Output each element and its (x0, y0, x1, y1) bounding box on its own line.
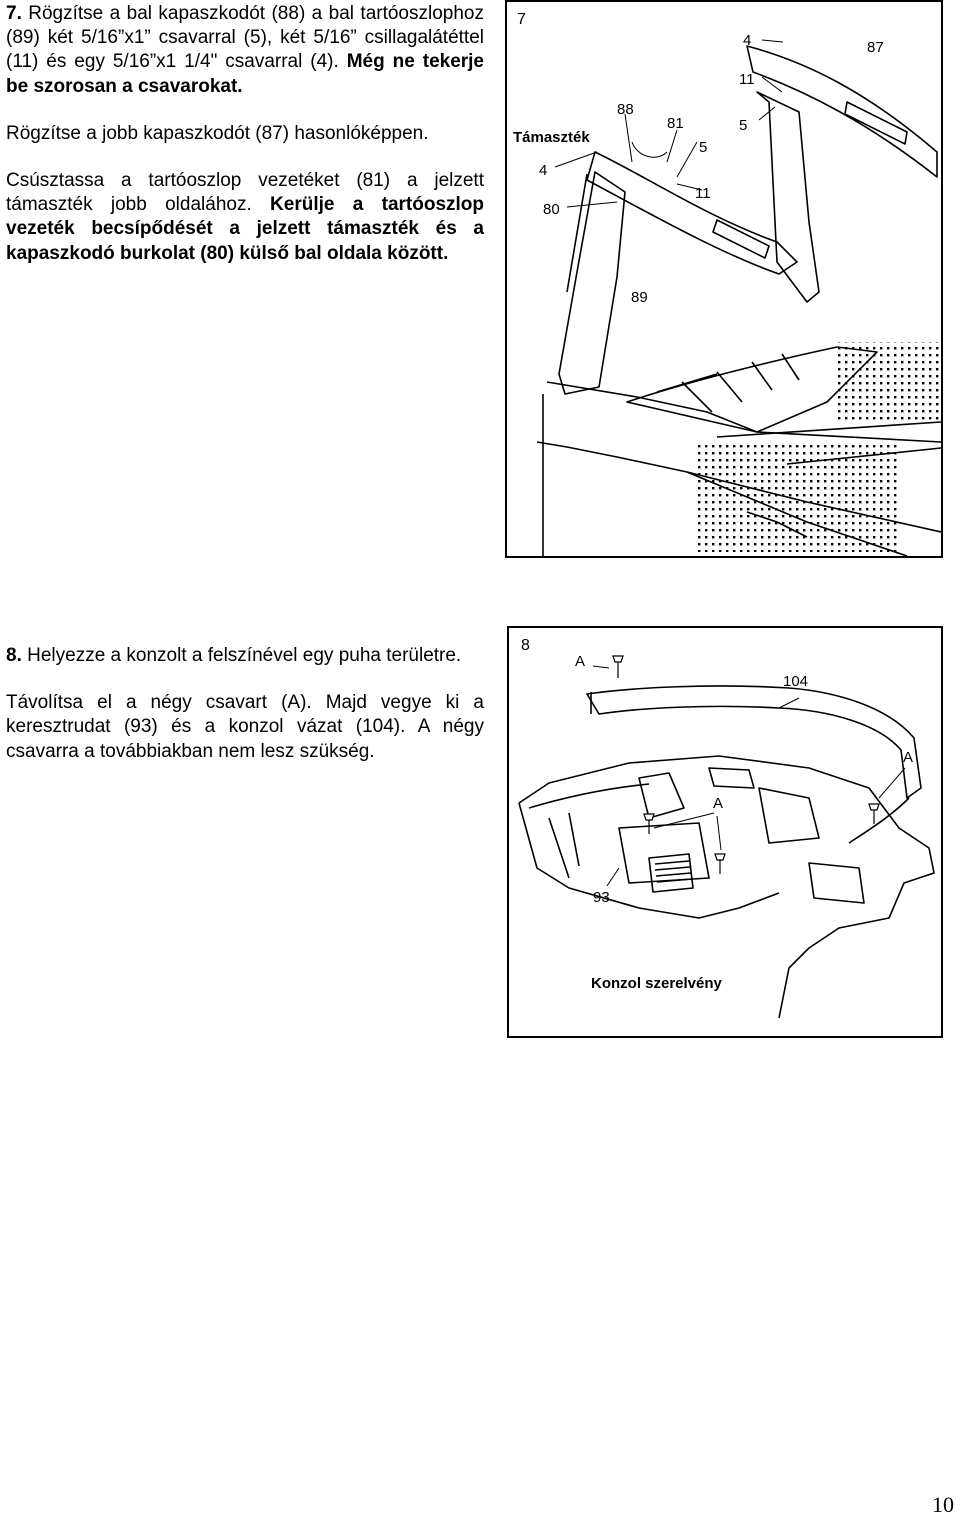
step7-p1-warning: Még ne tekerje be szorosan a csavarokat. (6, 51, 485, 97)
callout-81: 81 (667, 115, 684, 132)
console-drawing (518, 685, 935, 1019)
step8-number: 8. (6, 645, 22, 666)
figure-8-console-assembly: 8 A 104 A A 93 Konzol szerelvény (507, 626, 943, 1038)
step7-p3-text: Csúsztassa a tartóoszlop vezetéket (81) … (6, 170, 484, 216)
callout-89: 89 (631, 289, 648, 306)
callout-80: 80 (543, 201, 560, 218)
step7-number: 7. (6, 3, 22, 24)
callout-11-bottom: 11 (695, 185, 711, 202)
callout-4-bottom: 4 (539, 162, 547, 179)
console-assembly-caption: Konzol szerelvény (591, 975, 723, 992)
callout-tamasztek: Támaszték (513, 129, 590, 146)
step7-p3-warning: Kerülje a tartóoszlop vezeték becsípődés… (6, 194, 485, 264)
callout-a-top: A (575, 653, 585, 670)
callout-4-top: 4 (743, 32, 751, 49)
figure-8-number: 8 (521, 637, 530, 654)
figure-8-leader-lines (592, 665, 906, 887)
callout-104: 104 (783, 673, 808, 690)
step8-paragraph-2: Távolítsa el a négy csavart (A). Majd ve… (6, 692, 484, 762)
callout-88: 88 (617, 101, 634, 118)
screws-a (612, 655, 880, 874)
callout-87: 87 (867, 39, 884, 56)
page-number: 10 (932, 1492, 954, 1517)
callout-a-right: A (903, 749, 913, 766)
figure-8-drawing: 8 A 104 A A 93 Konzol szerelvény (518, 637, 935, 1019)
step7-paragraph-3: Csúsztassa a tartóoszlop vezetéket (81) … (6, 169, 484, 266)
callout-93: 93 (593, 889, 610, 906)
figure-7-drawing: 7 4 87 11 5 88 81 Támaszték 5 4 11 80 89 (513, 11, 941, 556)
step8-p1-text: Helyezze a konzolt a felszínével egy puh… (21, 645, 462, 666)
figure-7-handrail-assembly: 7 4 87 11 5 88 81 Támaszték 5 4 11 80 89 (505, 0, 943, 558)
callout-11-top: 11 (739, 71, 755, 88)
perforated-strip-pattern (697, 342, 941, 552)
leader-lines (554, 39, 784, 208)
figure-7-number: 7 (517, 11, 526, 28)
step7-instructions: 7. Rögzítse a bal kapaszkodót (88) a bal… (6, 2, 484, 266)
callout-5-top: 5 (739, 117, 747, 134)
step7-p1-text: Rögzítse a bal kapaszkodót (88) a bal ta… (6, 3, 484, 73)
callout-a-center: A (713, 795, 723, 812)
callout-5-bottom: 5 (699, 139, 707, 156)
step7-paragraph-2: Rögzítse a jobb kapaszkodót (87) hasonló… (6, 122, 429, 144)
step8-paragraph-1: 8. Helyezze a konzolt a felszínével egy … (6, 644, 484, 668)
step7-paragraph-1: 7. Rögzítse a bal kapaszkodót (88) a bal… (6, 2, 484, 99)
step8-instructions: 8. Helyezze a konzolt a felszínével egy … (6, 644, 484, 764)
